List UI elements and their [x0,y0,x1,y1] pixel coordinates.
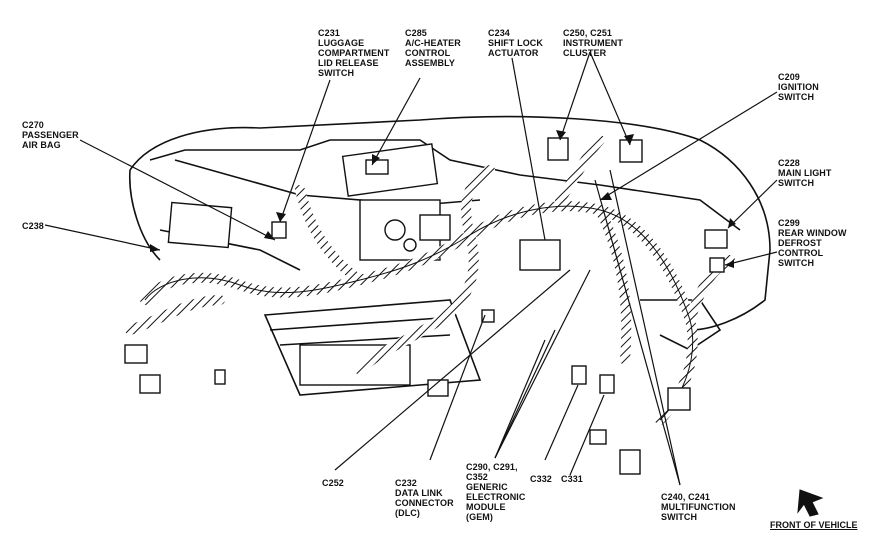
callout-line: SWITCH [778,258,815,268]
callout-line: LUGGAGE [318,38,365,48]
callout-line: ACTUATOR [488,48,539,58]
front-of-vehicle-arrow-icon [797,489,824,517]
callout-line: DEFROST [778,238,822,248]
callout-c232: C232 DATA LINK CONNECTOR (DLC) [395,478,454,518]
callout-c234: C234 SHIFT LOCK ACTUATOR [488,28,543,58]
callout-line: C331 [561,474,583,484]
callout-line: IGNITION [778,82,819,92]
callout-c331: C331 [561,474,583,484]
callout-c231: C231 LUGGAGE COMPARTMENT LID RELEASE SWI… [318,28,389,78]
dashboard-outline [128,115,771,396]
callout-line: AIR BAG [22,140,61,150]
callout-line: CONTROL [405,48,451,58]
callout-line: MAIN LIGHT [778,168,832,178]
callout-c290: C290, C291, C352 GENERIC ELECTRONIC MODU… [466,462,526,522]
callout-line: PASSENGER [22,130,79,140]
callout-line: (GEM) [466,512,493,522]
callout-c228: C228 MAIN LIGHT SWITCH [778,158,832,188]
callout-c240: C240, C241 MULTIFUNCTION SWITCH [661,492,736,522]
callout-line: A/C-HEATER [405,38,461,48]
callout-c238: C238 [22,221,44,231]
front-of-vehicle-label: FRONT OF VEHICLE [770,520,858,530]
callout-line: INSTRUMENT [563,38,623,48]
callout-line: DATA LINK [395,488,443,498]
callout-line: SHIFT LOCK [488,38,543,48]
callout-line: C232 [395,478,417,488]
callout-line: CONTROL [778,248,824,258]
callout-line: ELECTRONIC [466,492,526,502]
callout-line: C238 [22,221,44,231]
callout-line: C290, C291, [466,462,518,472]
connectors [124,137,728,475]
callout-c285: C285 A/C-HEATER CONTROL ASSEMBLY [405,28,461,68]
callout-c299: C299 REAR WINDOW DEFROST CONTROL SWITCH [778,218,847,268]
callout-line: SWITCH [778,178,815,188]
callout-line: C299 [778,218,800,228]
callout-line: C252 [322,478,344,488]
callout-line: C352 [466,472,488,482]
callout-c252: C252 [322,478,344,488]
center-components [167,143,561,386]
callout-line: CLUSTER [563,48,607,58]
callout-line: C285 [405,28,427,38]
leader-lines [44,51,778,486]
callout-line: SWITCH [778,92,815,102]
callout-line: REAR WINDOW [778,228,847,238]
callout-line: C228 [778,158,800,168]
callout-line: C270 [22,120,44,130]
callout-line: MODULE [466,502,506,512]
callout-line: GENERIC [466,482,508,492]
callout-line: (DLC) [395,508,420,518]
callout-c250: C250, C251 INSTRUMENT CLUSTER [563,28,623,58]
callout-c332: C332 [530,474,552,484]
callout-line: C240, C241 [661,492,711,502]
callout-line: C209 [778,72,800,82]
callout-line: C332 [530,474,552,484]
callout-line: C231 [318,28,340,38]
callout-line: SWITCH [661,512,698,522]
callout-line: C250, C251 [563,28,613,38]
callout-line: CONNECTOR [395,498,454,508]
callout-line: SWITCH [318,68,355,78]
callout-line: LID RELEASE [318,58,379,68]
callout-line: MULTIFUNCTION [661,502,736,512]
callout-line: COMPARTMENT [318,48,390,58]
leader-arrowheads [150,130,736,268]
callout-c270: C270 PASSENGER AIR BAG [22,120,79,150]
callout-c209: C209 IGNITION SWITCH [778,72,819,102]
wiring-harness-outline [144,205,694,421]
callout-line: ASSEMBLY [405,58,455,68]
callout-line: C234 [488,28,510,38]
